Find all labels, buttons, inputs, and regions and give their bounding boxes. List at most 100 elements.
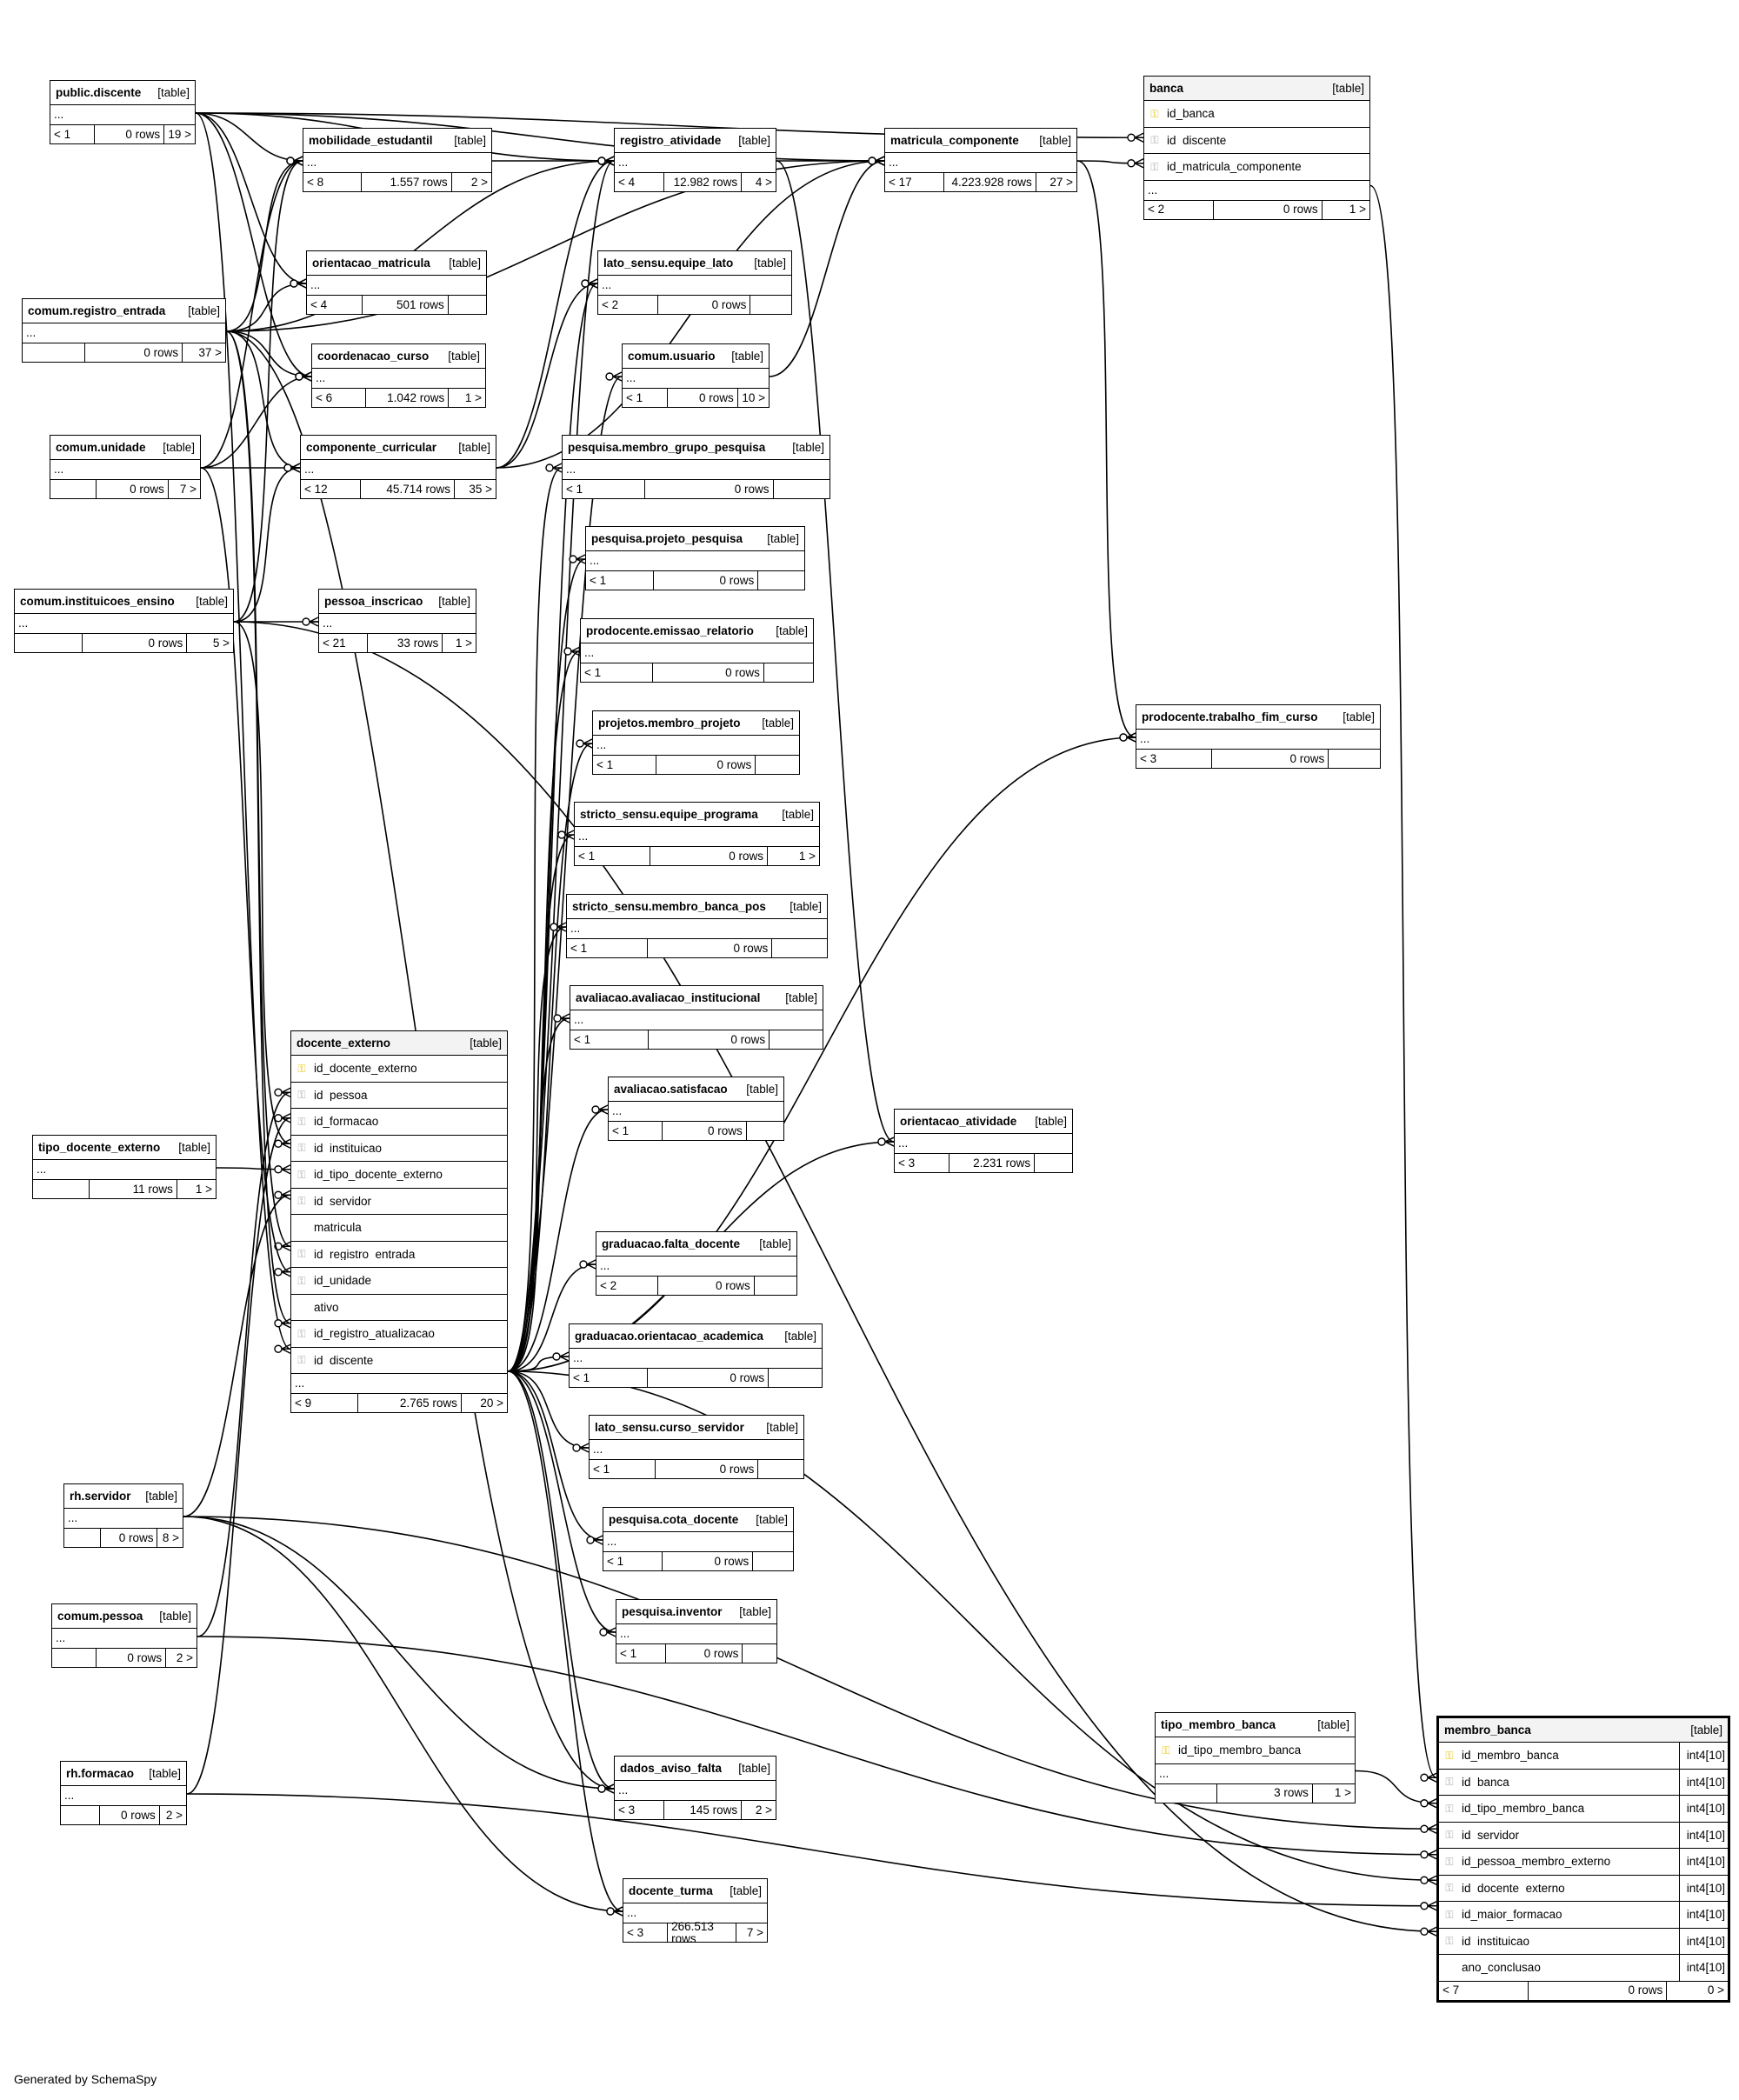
column-row[interactable]: ⚿id_formacao	[291, 1109, 507, 1136]
column-name: id_tipo_membro_banca	[1178, 1744, 1302, 1757]
table-name: pesquisa.inventor	[622, 1604, 723, 1618]
column-row[interactable]: ⚿ id_tipo_membro_banca	[1156, 1737, 1355, 1764]
primary-key-icon: ⚿	[1162, 1744, 1170, 1757]
more-columns-ellipsis: ...	[570, 1010, 823, 1030]
column-row[interactable]: ⚿id_tipo_docente_externo	[291, 1162, 507, 1189]
parents-count: < 1	[609, 1122, 663, 1140]
table-header: avaliacao.satisfacao[table]	[609, 1077, 783, 1102]
children-count	[758, 1460, 803, 1478]
children-count	[758, 571, 804, 590]
crows-foot-marker	[1427, 1850, 1437, 1860]
children-count: 10 >	[742, 390, 765, 404]
children-count: 1 >	[464, 390, 482, 404]
table-graduacao-orientacao-academica[interactable]: graduacao.orientacao_academica[table]...…	[569, 1323, 823, 1388]
column-row[interactable]: ⚿id_registro_atualizacao	[291, 1321, 507, 1348]
column-row[interactable]: ⚿id_matricula_componente	[1144, 154, 1369, 181]
parents-count: < 3	[615, 1801, 665, 1819]
optional-circle-marker	[1420, 1799, 1429, 1808]
column-name: id_unidade	[314, 1275, 372, 1287]
row-count: 0 rows	[653, 663, 764, 682]
foreign-key-icon: ⚿	[1445, 1803, 1454, 1815]
column-row[interactable]: ⚿matricula	[291, 1215, 507, 1242]
table-tipo-membro-banca[interactable]: tipo_membro_banca[table]⚿id_tipo_membro_…	[1155, 1712, 1356, 1803]
column-row[interactable]: ⚿id_registro_entrada	[291, 1242, 507, 1268]
column-row[interactable]: ⚿id_banca	[1144, 101, 1369, 128]
table-name: avaliacao.avaliacao_institucional	[576, 990, 761, 1004]
column-row[interactable]: ⚿ativo	[291, 1295, 507, 1321]
optional-circle-marker	[599, 1628, 608, 1637]
relationship-edge	[197, 1087, 291, 1637]
table-stricto-sensu-membro-banca-pos[interactable]: stricto_sensu.membro_banca_pos[table]...…	[566, 894, 828, 958]
table-type-tag: [table]	[776, 623, 808, 637]
table-name: lato_sensu.equipe_lato	[603, 256, 734, 270]
relationship-edge	[507, 1370, 623, 1917]
column-row[interactable]: ⚿id_discente	[291, 1348, 507, 1374]
table-name: prodocente.trabalho_fim_curso	[1142, 710, 1318, 723]
table-banca[interactable]: banca[table]⚿id_banca⚿id_discente⚿id_mat…	[1143, 76, 1370, 220]
column-name-cell: ⚿ano_conclusao	[1439, 1962, 1679, 1974]
column-row[interactable]: ⚿id_discente	[1144, 128, 1369, 154]
column-row[interactable]: ⚿id_pessoa	[291, 1083, 507, 1109]
foreign-key-icon: ⚿	[297, 1195, 306, 1207]
table-prodocente-trabalho-fim-curso[interactable]: prodocente.trabalho_fim_curso[table]...<…	[1136, 704, 1381, 769]
relationship-edge	[186, 1113, 291, 1795]
table-docente-externo[interactable]: docente_externo[table]⚿id_docente_extern…	[290, 1030, 508, 1413]
column-name: ativo	[314, 1301, 339, 1313]
foreign-key-icon: ⚿	[1445, 1829, 1454, 1841]
table-stricto-sensu-equipe-programa[interactable]: stricto_sensu.equipe_programa[table]...<…	[574, 802, 820, 866]
column-row[interactable]: ⚿id_docente_externo	[291, 1056, 507, 1083]
column-row[interactable]: ⚿id_servidor	[291, 1189, 507, 1215]
row-count: 0 rows	[1529, 1981, 1668, 2000]
column-name: id_tipo_membro_banca	[1462, 1803, 1585, 1815]
table-prodocente-emissao-relatorio[interactable]: prodocente.emissao_relatorio[table]...< …	[580, 618, 814, 683]
table-pesquisa-membro-grupo-pesquisa[interactable]: pesquisa.membro_grupo_pesquisa[table]...…	[562, 435, 830, 499]
table-avaliacao-avaliacao-institucional[interactable]: avaliacao.avaliacao_institucional[table]…	[570, 985, 823, 1050]
row-count: 0 rows	[101, 1529, 158, 1547]
column-row[interactable]: ⚿id_unidade	[291, 1268, 507, 1295]
row-count: 2.231 rows	[949, 1154, 1036, 1172]
table-comum-instituicoes-ensino[interactable]: comum.instituicoes_ensino[table]...0 row…	[14, 589, 234, 653]
column-name-cell: ⚿id_discente	[1144, 135, 1369, 147]
column-row[interactable]: ⚿id_instituicao	[291, 1136, 507, 1162]
